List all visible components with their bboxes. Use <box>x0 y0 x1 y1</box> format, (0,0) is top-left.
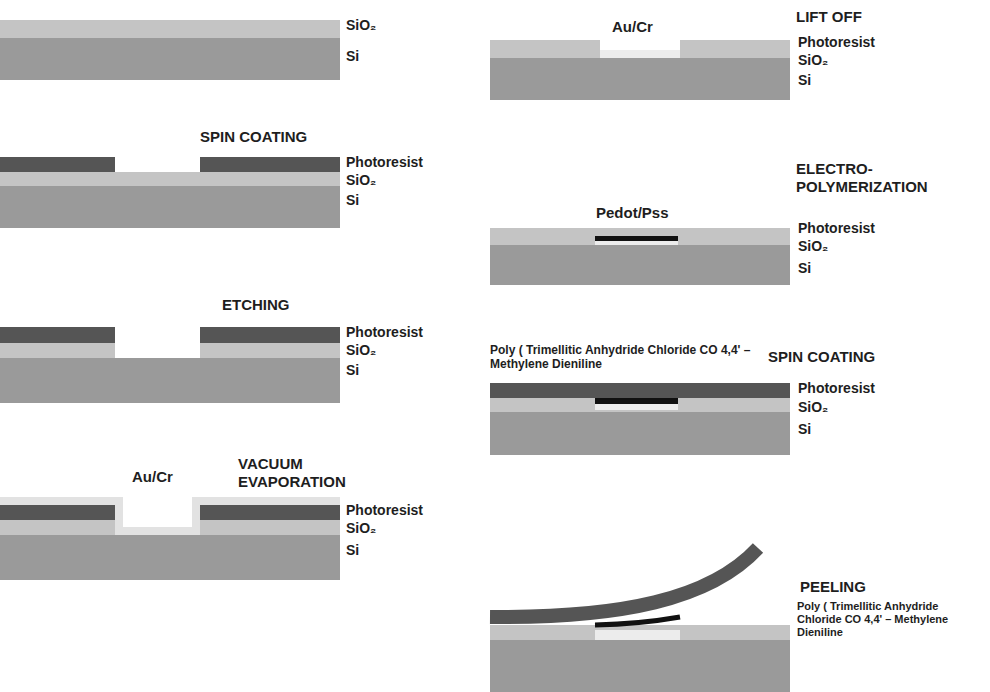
layer-label: SiO₂ <box>798 52 828 69</box>
step-title: SPIN COATING <box>768 348 875 366</box>
layer-label: Photoresist <box>346 502 423 519</box>
layer-label: Photoresist <box>346 154 423 171</box>
layer-label: SiO₂ <box>798 238 828 255</box>
polymer-label: Poly ( Trimellitic Anhydride Chloride CO… <box>797 600 985 640</box>
layer-label: SiO₂ <box>346 520 376 537</box>
layer-label: Si <box>346 192 359 209</box>
material-label: Au/Cr <box>132 468 173 486</box>
step-title: SPIN COATING <box>200 128 307 146</box>
layer-label: Photoresist <box>798 380 875 397</box>
layer-label: Si <box>346 542 359 559</box>
layer-label: SiO₂ <box>346 17 376 34</box>
polymer-label: Poly ( Trimellitic Anhydride Chloride CO… <box>490 343 760 372</box>
material-label: Pedot/Pss <box>596 204 669 222</box>
layer-label: SiO₂ <box>346 172 376 189</box>
layer-label: Photoresist <box>798 220 875 237</box>
material-label: Au/Cr <box>612 18 653 36</box>
layer-label: Si <box>798 421 811 438</box>
layer-label: Si <box>798 260 811 277</box>
layer-label: Photoresist <box>346 324 423 341</box>
step-title: ETCHING <box>222 296 290 314</box>
layer-label: Si <box>346 48 359 65</box>
step-title: ELECTRO- POLYMERIZATION <box>796 160 956 196</box>
layer-label: Photoresist <box>798 34 875 51</box>
layer-label: SiO₂ <box>798 399 828 416</box>
step-title: VACUUM EVAPORATION <box>238 455 350 491</box>
layer-label: SiO₂ <box>346 342 376 359</box>
layer-label: Si <box>346 362 359 379</box>
layer-label: Si <box>798 72 811 89</box>
step-title: LIFT OFF <box>796 8 862 26</box>
step-title: PEELING <box>800 578 866 596</box>
